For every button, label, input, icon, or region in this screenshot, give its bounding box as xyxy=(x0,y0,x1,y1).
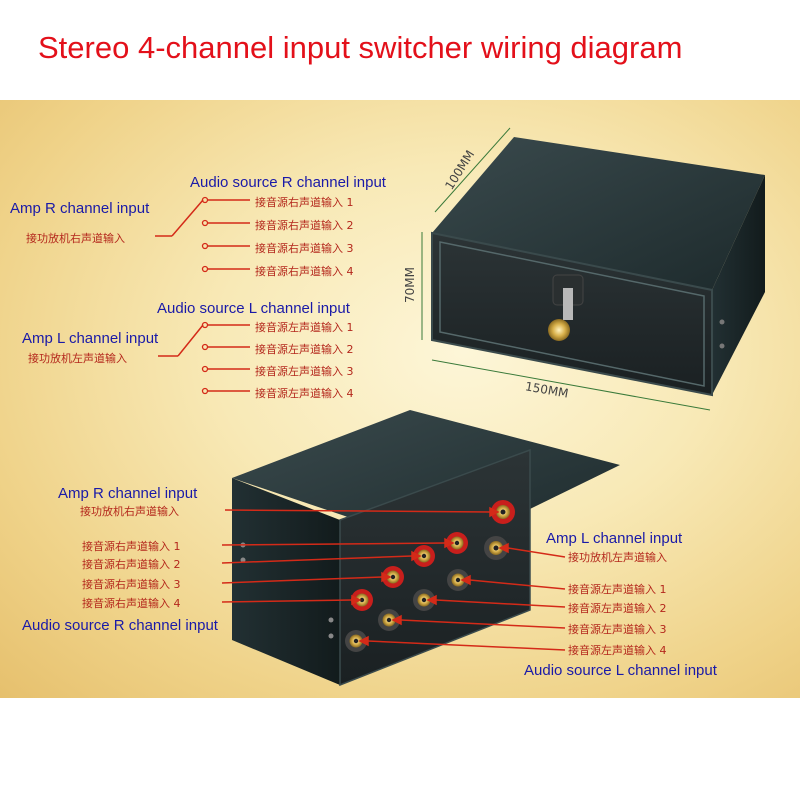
bottom-box-side xyxy=(232,478,340,685)
bottom-src-r-label: Audio source R channel input xyxy=(22,617,218,634)
l-contact-3 xyxy=(201,365,209,373)
bottom-wiring xyxy=(221,506,566,651)
bottom-src-r-item-1: 接音源右声道输入 1 xyxy=(82,540,181,553)
width-dimension-line xyxy=(431,359,711,411)
r-contact-2 xyxy=(201,219,209,227)
rca-jack-r3 xyxy=(382,566,404,588)
selector-knob-lever xyxy=(563,288,573,320)
top-wiring-r xyxy=(155,199,250,270)
rca-jack-l2 xyxy=(413,589,435,611)
l-contact-1 xyxy=(201,321,209,329)
bottom-src-l-item-4: 接音源左声道输入 4 xyxy=(568,644,667,657)
bottom-src-r-item-4: 接音源右声道输入 4 xyxy=(82,597,181,610)
bottom-src-l-item-1: 接音源左声道输入 1 xyxy=(568,583,667,596)
bottom-amp-l-label: Amp L channel input xyxy=(546,530,683,547)
selector-knob-cap xyxy=(548,319,570,341)
top-src-r-item-4: 接音源右声道输入 4 xyxy=(255,265,354,278)
top-src-r-item-2: 接音源右声道输入 2 xyxy=(255,219,354,232)
l-contact-4 xyxy=(201,387,209,395)
rca-jack-r1 xyxy=(446,532,468,554)
top-src-r-item-3: 接音源右声道输入 3 xyxy=(255,242,354,255)
bottom-src-l-item-3: 接音源左声道输入 3 xyxy=(568,623,667,636)
bottom-amp-r-zh-label: 接功放机右声道输入 xyxy=(80,505,179,518)
bottom-src-l-item-2: 接音源左声道输入 2 xyxy=(568,602,667,615)
top-src-r-label: Audio source R channel input xyxy=(190,174,386,191)
r-contact-1 xyxy=(201,196,209,204)
top-src-l-label: Audio source L channel input xyxy=(157,300,350,317)
top-src-l-item-2: 接音源左声道输入 2 xyxy=(255,343,354,356)
top-amp-r-label: Amp R channel input xyxy=(10,200,150,217)
rca-jack-r4 xyxy=(351,589,373,611)
depth-dimension-line xyxy=(434,127,511,213)
top-amp-r-zh-label: 接功放机右声道输入 xyxy=(26,232,125,245)
rca-jack-l4 xyxy=(345,630,367,652)
bottom-src-r-item-2: 接音源右声道输入 2 xyxy=(82,558,181,571)
height-dimension-label: 70MM xyxy=(402,267,417,303)
top-switcher-box xyxy=(421,127,765,411)
rca-jacks xyxy=(345,500,515,652)
top-box-lid xyxy=(432,137,765,290)
bottom-amp-l-zh-label: 接功放机左声道输入 xyxy=(568,551,667,564)
top-src-l-item-1: 接音源左声道输入 1 xyxy=(255,321,354,334)
l-contact-2 xyxy=(201,343,209,351)
bottom-src-r-item-3: 接音源右声道输入 3 xyxy=(82,578,181,591)
bottom-src-l-label: Audio source L channel input xyxy=(524,662,717,679)
top-src-l-item-3: 接音源左声道输入 3 xyxy=(255,365,354,378)
rca-jack-l3 xyxy=(378,609,400,631)
rca-jack-amp-l xyxy=(484,536,508,560)
top-amp-l-zh-label: 接功放机左声道输入 xyxy=(28,352,127,365)
bottom-amp-r-label: Amp R channel input xyxy=(58,485,198,502)
r-contact-4 xyxy=(201,265,209,273)
top-amp-l-label: Amp L channel input xyxy=(22,330,159,347)
rca-jack-amp-r xyxy=(491,500,515,524)
bottom-box-lid xyxy=(232,410,620,550)
rca-jack-l1 xyxy=(447,569,469,591)
top-src-l-item-4: 接音源左声道输入 4 xyxy=(255,387,354,400)
rca-jack-r2 xyxy=(413,545,435,567)
r-contact-3 xyxy=(201,242,209,250)
top-wiring-l xyxy=(158,324,250,392)
top-box-side xyxy=(712,175,765,395)
top-src-r-item-1: 接音源右声道输入 1 xyxy=(255,196,354,209)
page-title: Stereo 4-channel input switcher wiring d… xyxy=(38,30,683,65)
